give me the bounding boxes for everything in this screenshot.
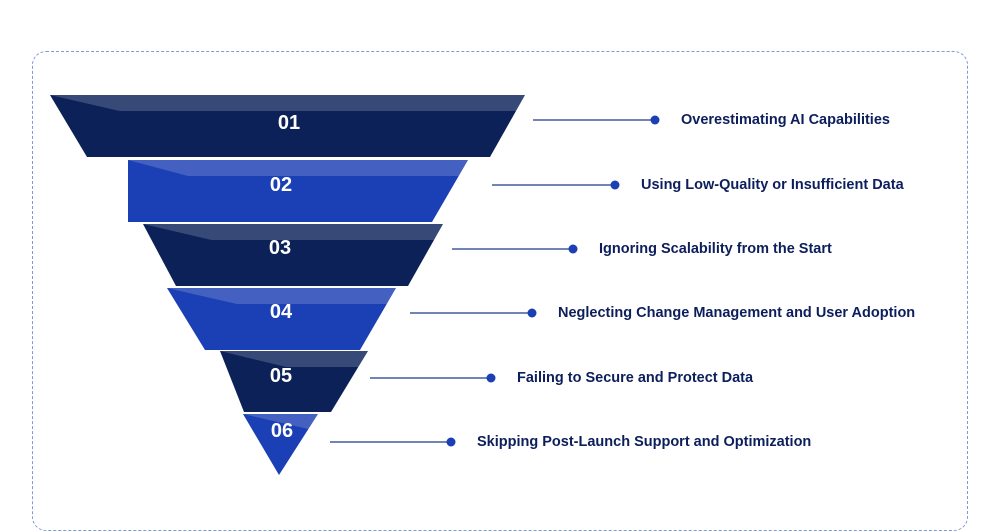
connector-dot [446, 437, 456, 447]
step-label: Ignoring Scalability from the Start [599, 241, 832, 257]
step-number: 02 [270, 174, 292, 196]
step-number: 06 [271, 420, 293, 442]
step-label: Failing to Secure and Protect Data [517, 370, 754, 386]
funnel-step-03: 03 Ignoring Scalability from the Start [143, 224, 832, 286]
step-label: Overestimating AI Capabilities [681, 112, 890, 128]
connector-dot [568, 244, 578, 254]
funnel-step-02: 02 Using Low-Quality or Insufficient Data [128, 160, 905, 222]
connector-dot [650, 115, 660, 125]
funnel-band-sheen [143, 224, 443, 240]
funnel-band [243, 414, 318, 475]
connector-dot [610, 180, 620, 190]
step-number: 04 [270, 301, 293, 323]
funnel-step-01: 01 Overestimating AI Capabilities [50, 95, 890, 157]
funnel-band-sheen [167, 288, 396, 304]
funnel-band-sheen [243, 414, 318, 430]
funnel-band [167, 288, 396, 350]
funnel-step-05: 05 Failing to Secure and Protect Data [220, 351, 754, 412]
connector-dot [527, 308, 537, 318]
step-number: 05 [270, 365, 292, 387]
funnel-band [220, 351, 368, 412]
step-number: 01 [278, 112, 300, 134]
step-label: Skipping Post-Launch Support and Optimiz… [477, 434, 811, 450]
connector-dot [486, 373, 496, 383]
step-label: Neglecting Change Management and User Ad… [558, 305, 915, 321]
funnel-band [143, 224, 443, 286]
funnel-band-sheen [220, 351, 368, 367]
funnel-diagram: 01 Overestimating AI Capabilities 02 Using … [50, 95, 915, 475]
funnel-step-04: 04 Neglecting Change Management and User … [167, 288, 915, 350]
funnel-band [50, 95, 525, 157]
step-label: Using Low-Quality or Insufficient Data [641, 177, 905, 193]
step-number: 03 [269, 237, 291, 259]
funnel-band [128, 160, 468, 222]
funnel-band-sheen [50, 95, 525, 111]
funnel-band-sheen [128, 160, 468, 176]
